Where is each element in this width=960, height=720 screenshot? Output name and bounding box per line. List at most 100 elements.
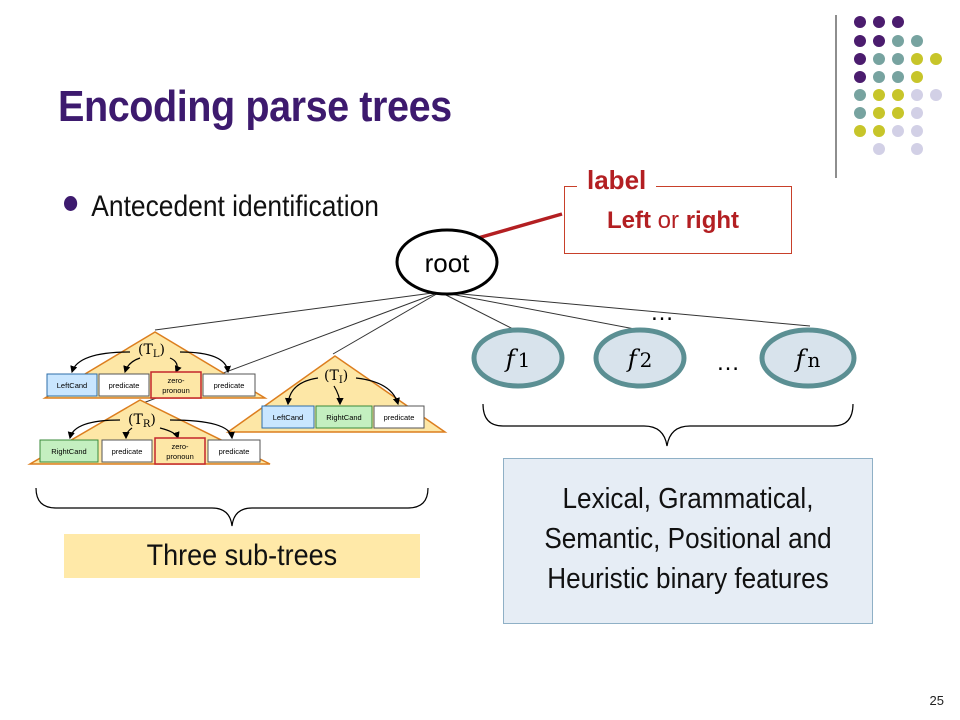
deco-dot <box>873 89 885 101</box>
node-box-text: RightCand <box>326 413 361 422</box>
feature-ellipsis: … <box>716 349 740 376</box>
label-box: label Left or right <box>564 165 792 254</box>
feature-sub: n <box>808 348 821 372</box>
subtree-arrow <box>169 419 235 440</box>
deco-dot <box>892 53 904 65</box>
deco-dot <box>892 35 904 47</box>
subtree-label: (TI) <box>324 368 348 386</box>
deco-dot <box>873 143 885 155</box>
three-subtrees-caption: Three sub-trees <box>64 534 420 578</box>
deco-dot <box>911 125 923 137</box>
decorative-dot-grid <box>854 16 942 155</box>
node-box-predicate <box>202 373 256 397</box>
deco-dot <box>911 107 923 119</box>
feature-ellipse <box>759 327 857 389</box>
node-box-predicate <box>98 373 150 397</box>
subtree-arrow <box>123 357 141 374</box>
subtree-arrow <box>333 385 344 406</box>
node-box-predicate <box>101 439 153 463</box>
subtree-ti: (TI) LeftCand RightCand predicate <box>225 355 448 433</box>
deco-dot <box>873 125 885 137</box>
bullet-item: Antecedent identification <box>64 190 379 224</box>
feature-ellipse <box>593 327 687 389</box>
three-subtrees-text: Three sub-trees <box>146 539 338 572</box>
node-box-text: zero- <box>167 376 185 385</box>
label-tag: label <box>577 165 657 196</box>
feature-sub: 2 <box>640 348 653 372</box>
top-ellipsis: … <box>650 299 674 326</box>
feature-desc-line: Heuristic binary features <box>547 563 829 595</box>
deco-dot <box>892 125 904 137</box>
slide-title: Encoding parse trees <box>58 82 452 131</box>
node-box-leftcand <box>46 373 98 397</box>
node-box-text: predicate <box>214 381 245 390</box>
subtree-arrow <box>159 427 180 440</box>
node-box-text: predicate <box>384 413 415 422</box>
node-box-text: predicate <box>112 447 143 456</box>
page-number: 25 <box>929 693 944 708</box>
edge-to-f2 <box>439 291 641 331</box>
deco-dot <box>854 35 866 47</box>
label-left: Left <box>607 207 651 234</box>
subtree-arrow <box>169 357 182 374</box>
node-box-rightcand <box>315 405 373 429</box>
node-box-predicate <box>207 439 261 463</box>
subtree-arrow <box>179 351 231 374</box>
deco-dot <box>911 35 923 47</box>
node-box-leftcand <box>261 405 315 429</box>
deco-dot <box>873 107 885 119</box>
edge-to-tl <box>154 291 441 331</box>
subtree-tl: (TL) LeftCand predicate zero- pronoun pr… <box>42 331 268 399</box>
deco-dot <box>873 35 885 47</box>
node-box-rightcand <box>39 439 99 463</box>
feature-sub: 1 <box>518 348 531 372</box>
deco-dot <box>854 107 866 119</box>
node-box-text: LeftCand <box>57 381 87 390</box>
deco-dot <box>892 107 904 119</box>
deco-dot <box>911 71 923 83</box>
subtree-arrow <box>67 419 121 440</box>
deco-dot <box>873 71 885 83</box>
node-box-zero-pronoun <box>150 371 202 399</box>
deco-dot <box>854 16 866 28</box>
label-or: or <box>651 207 686 234</box>
subtree-brace <box>35 487 429 527</box>
root-node <box>395 228 499 296</box>
feature-description-box: Lexical, Grammatical, Semantic, Position… <box>503 458 873 624</box>
node-box-text: RightCand <box>51 447 86 456</box>
deco-dot <box>854 125 866 137</box>
subtree-label: (TL) <box>138 342 165 360</box>
bullet-text: Antecedent identification <box>91 190 379 223</box>
deco-dot <box>854 53 866 65</box>
node-box-text: LeftCand <box>273 413 303 422</box>
deco-dot <box>892 71 904 83</box>
node-box-predicate <box>373 405 425 429</box>
deco-dot <box>892 16 904 28</box>
deco-dot <box>930 53 942 65</box>
subtree-label: (TR) <box>128 412 156 430</box>
deco-dot <box>930 89 942 101</box>
node-box-text: pronoun <box>162 386 190 395</box>
deco-dot <box>911 89 923 101</box>
deco-dot <box>873 16 885 28</box>
deco-dot <box>854 71 866 83</box>
root-label: root <box>425 248 471 278</box>
feature-desc-line: Lexical, Grammatical, <box>562 483 814 515</box>
node-box-text: predicate <box>219 447 250 456</box>
label-text: Left or right <box>607 207 739 235</box>
subtree-tr: (TR) RightCand predicate zero- pronoun p… <box>27 399 271 465</box>
edge-to-ti <box>332 291 441 355</box>
node-box-text: zero- <box>171 442 189 451</box>
deco-dot <box>873 53 885 65</box>
feature-ellipse <box>471 327 565 389</box>
node-box-text: predicate <box>109 381 140 390</box>
feature-brace <box>482 403 854 447</box>
subtree-arrow <box>122 427 133 440</box>
